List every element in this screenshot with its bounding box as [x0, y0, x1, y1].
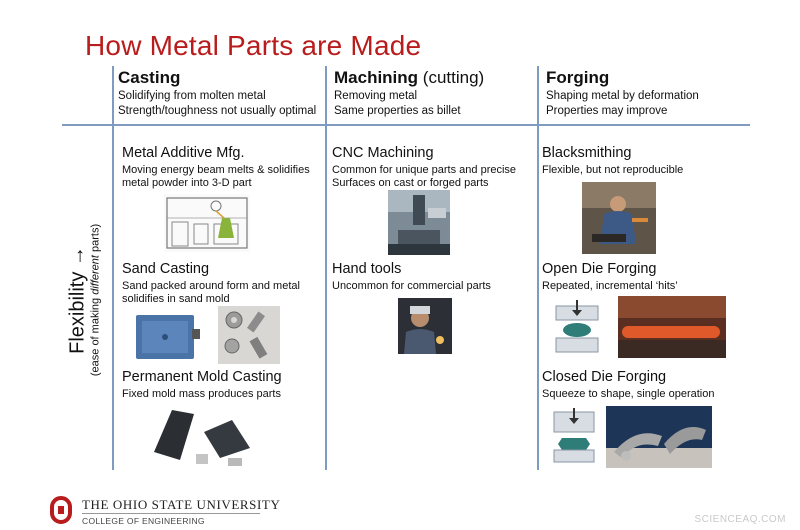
forging-sub2: Properties may improve	[546, 105, 668, 117]
forging-column-header: Forging Shaping metal by deformation Pro…	[546, 68, 756, 118]
permanent-title: Permanent Mold Casting	[122, 369, 282, 385]
sand-cast-parts-image	[218, 306, 280, 364]
forging-sub1: Shaping metal by deformation	[546, 90, 699, 102]
machining-heading: Machining	[334, 68, 419, 87]
casting-sub2: Strength/toughness not usually optimal	[118, 105, 317, 117]
flexibility-label: Flexibility →	[66, 246, 89, 354]
hand-desc: Uncommon for commercial parts	[332, 280, 491, 292]
open-die-diagram	[548, 300, 606, 358]
permanent-desc: Fixed mold mass produces parts	[122, 388, 281, 400]
blacksmith-image	[582, 182, 656, 254]
machining-sub1: Removing metal	[334, 90, 418, 102]
university-name: THE OHIO STATE UNIVERSITY	[82, 497, 281, 512]
casting-column-header: Casting Solidifying from molten metal St…	[118, 68, 328, 118]
sand-mold-image	[132, 311, 202, 363]
open-die-title: Open Die Forging	[542, 261, 657, 277]
open-die-item: Open Die Forging Repeated, incremental ‘…	[542, 261, 757, 293]
column-divider-3	[537, 66, 539, 470]
permanent-mold-item: Permanent Mold Casting Fixed mold mass p…	[122, 369, 337, 401]
cnc-machine-image	[388, 190, 450, 255]
column-divider-1	[112, 66, 114, 470]
cnc-title: CNC Machining	[332, 145, 434, 161]
machining-heading-suffix: (cutting)	[418, 68, 485, 87]
casting-sub1: Solidifying from molten metal	[118, 90, 266, 102]
watermark: SCIENCEAQ.COM	[694, 514, 786, 525]
blacksmithing-desc: Flexible, but not reproducible	[542, 164, 684, 176]
additive-desc: Moving energy beam melts & solidifies me…	[122, 164, 310, 189]
flexibility-axis: Flexibility → (ease of making different …	[54, 224, 114, 376]
forging-heading: Forging	[546, 68, 610, 87]
additive-title: Metal Additive Mfg.	[122, 145, 245, 161]
footer-rule	[82, 513, 260, 514]
closed-die-diagram	[548, 408, 600, 464]
header-divider	[62, 124, 750, 126]
additive-mfg-item: Metal Additive Mfg. Moving energy beam m…	[122, 145, 337, 190]
blacksmithing-title: Blacksmithing	[542, 145, 632, 161]
additive-machine-image	[164, 194, 250, 252]
slide-title: How Metal Parts are Made	[85, 30, 422, 61]
blacksmithing-item: Blacksmithing Flexible, but not reproduc…	[542, 145, 757, 177]
sand-title: Sand Casting	[122, 261, 210, 277]
casting-heading: Casting	[118, 68, 181, 87]
permanent-mold-image	[150, 402, 256, 468]
cnc-desc: Common for unique parts and precise Surf…	[332, 164, 517, 189]
closed-die-item: Closed Die Forging Squeeze to shape, sin…	[542, 369, 757, 401]
hand-tools-image	[398, 298, 452, 354]
open-die-forging-photo	[618, 296, 726, 358]
sand-desc: Sand packed around form and metal solidi…	[122, 280, 300, 305]
closed-die-title: Closed Die Forging	[542, 369, 667, 385]
machining-sub2: Same properties as billet	[334, 105, 461, 117]
flexibility-sublabel: (ease of making different parts)	[89, 223, 102, 377]
hand-title: Hand tools	[332, 261, 402, 277]
machining-column-header: Machining (cutting) Removing metal Same …	[334, 68, 544, 118]
open-die-desc: Repeated, incremental ‘hits’	[542, 280, 678, 292]
closed-die-desc: Squeeze to shape, single operation	[542, 388, 715, 400]
ohio-state-logo	[50, 496, 72, 524]
college-name: COLLEGE OF ENGINEERING	[82, 516, 205, 526]
hand-tools-item: Hand tools Uncommon for commercial parts	[332, 261, 547, 293]
closed-die-parts-photo	[606, 406, 712, 468]
cnc-machining-item: CNC Machining Common for unique parts an…	[332, 145, 547, 190]
sand-casting-item: Sand Casting Sand packed around form and…	[122, 261, 337, 306]
column-divider-2	[325, 66, 327, 470]
